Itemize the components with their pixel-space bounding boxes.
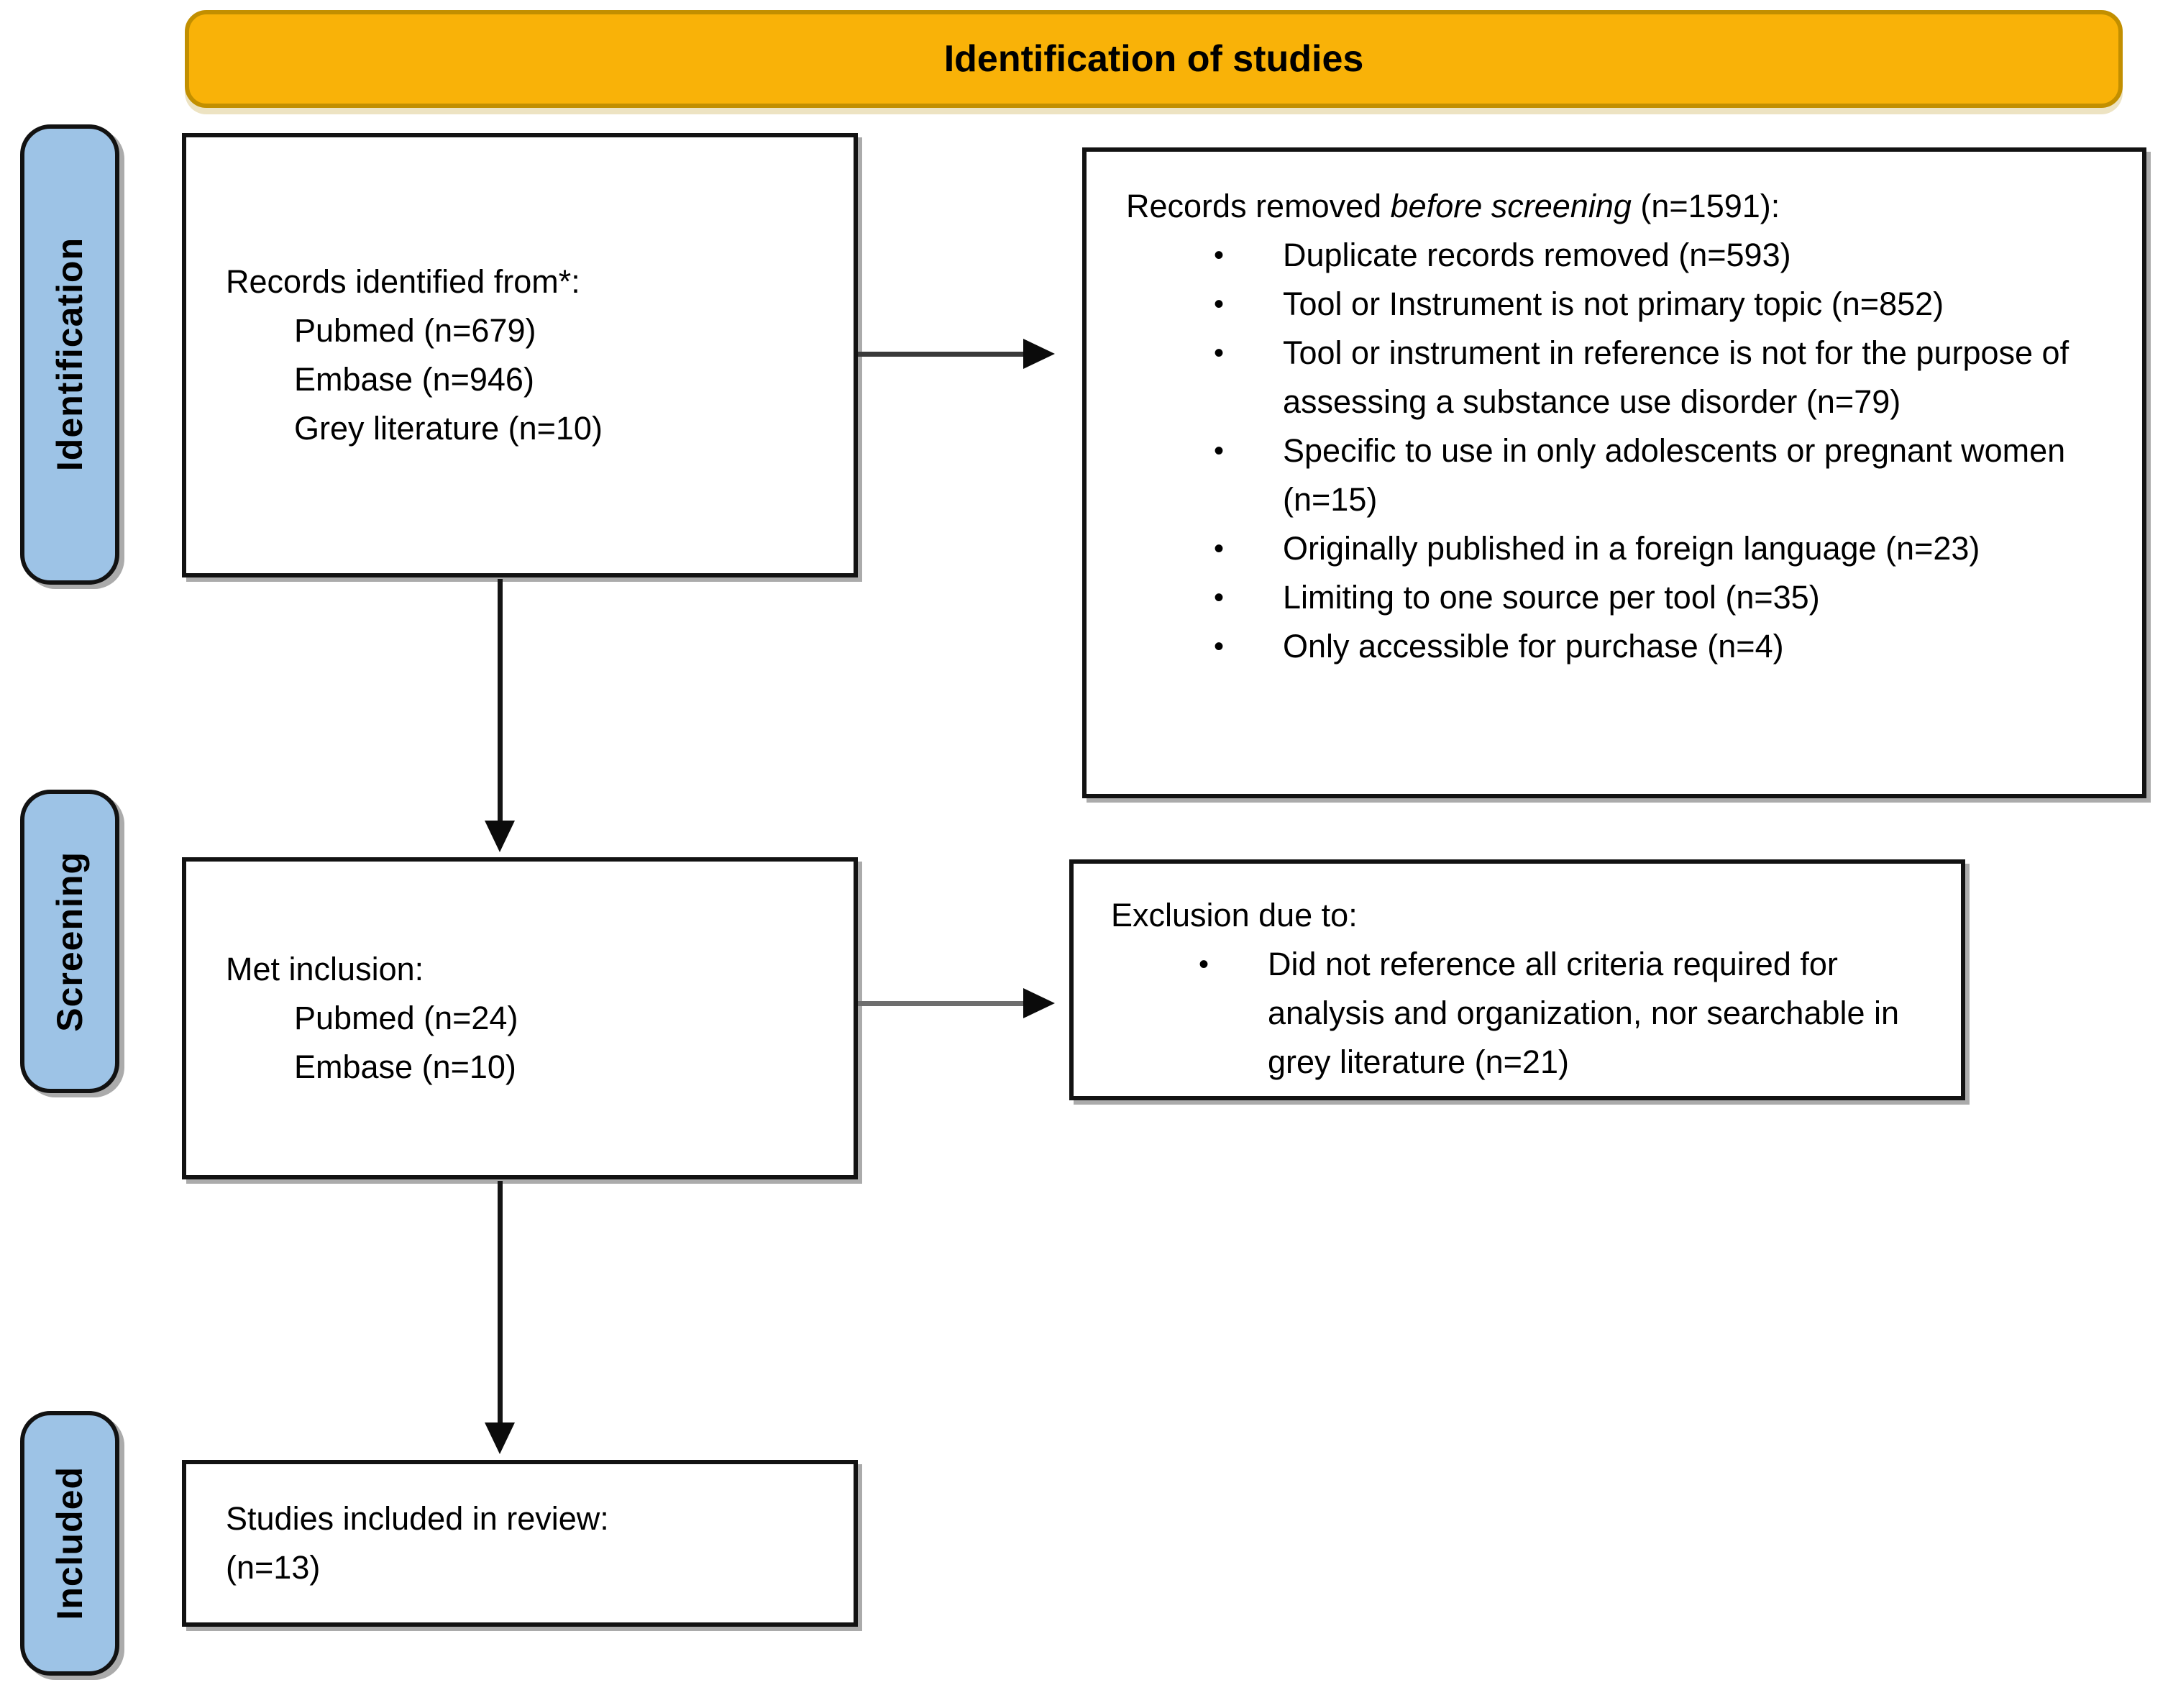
removal-reason-text: Tool or Instrument is not primary topic … xyxy=(1283,286,1944,322)
removal-reason-item: • Tool or Instrument is not primary topi… xyxy=(1205,280,2115,329)
removal-reason-item: • Originally published in a foreign lang… xyxy=(1205,524,2115,573)
stage-label-screening-text: Screening xyxy=(50,851,90,1032)
records-identified-source: Embase (n=946) xyxy=(294,361,534,398)
bullet-icon: • xyxy=(1214,582,1225,613)
arrow-identified-to-met-inclusion-shaft xyxy=(498,579,503,823)
banner-identification-of-studies: Identification of studies xyxy=(185,10,2123,108)
studies-included-line2: (n=13) xyxy=(226,1549,321,1586)
bullet-icon: • xyxy=(1214,631,1225,662)
removal-reason-text: Tool or instrument in reference is not f… xyxy=(1283,334,2069,420)
arrow-met-inclusion-to-included-shaft xyxy=(498,1181,503,1425)
records-removed-header-prefix: Records removed xyxy=(1126,188,1391,224)
met-inclusion-source: Embase (n=10) xyxy=(294,1049,516,1085)
records-removed-header: Records removed before screening (n=1591… xyxy=(1126,182,2115,231)
box-exclusion: Exclusion due to: • Did not reference al… xyxy=(1069,859,1965,1100)
bullet-icon: • xyxy=(1214,288,1225,320)
stage-label-included: Included xyxy=(20,1411,119,1676)
met-inclusion-source: Pubmed (n=24) xyxy=(294,1000,518,1036)
removal-reason-item: • Limiting to one source per tool (n=35) xyxy=(1205,573,2115,622)
arrow-identified-to-removed-shaft xyxy=(858,352,1025,357)
removal-reason-text: Duplicate records removed (n=593) xyxy=(1283,237,1791,273)
records-identified-header: Records identified from*: xyxy=(226,263,580,300)
box-records-identified: Records identified from*: Pubmed (n=679)… xyxy=(182,133,858,577)
stage-label-identification: Identification xyxy=(20,124,119,585)
banner-title: Identification of studies xyxy=(943,38,1364,80)
box-studies-included: Studies included in review: (n=13) xyxy=(182,1460,858,1627)
arrow-down-icon xyxy=(485,1422,515,1454)
removal-reason-item: • Duplicate records removed (n=593) xyxy=(1205,231,2115,280)
arrow-right-icon xyxy=(1023,339,1055,369)
exclusion-reason-list: • Did not reference all criteria require… xyxy=(1111,940,1939,1087)
studies-included-line1: Studies included in review: xyxy=(226,1500,609,1537)
removal-reason-text: Specific to use in only adolescents or p… xyxy=(1283,432,2066,518)
removal-reason-item: • Tool or instrument in reference is not… xyxy=(1205,329,2115,426)
records-identified-source: Pubmed (n=679) xyxy=(294,312,536,349)
bullet-icon: • xyxy=(1214,337,1225,369)
removal-reason-text: Limiting to one source per tool (n=35) xyxy=(1283,579,1820,616)
met-inclusion-header: Met inclusion: xyxy=(226,951,424,987)
stage-label-identification-text: Identification xyxy=(50,237,90,472)
exclusion-header: Exclusion due to: xyxy=(1111,897,1358,933)
box-records-removed: Records removed before screening (n=1591… xyxy=(1082,147,2146,798)
arrow-met-inclusion-to-exclusion-shaft xyxy=(858,1001,1025,1006)
records-identified-source: Grey literature (n=10) xyxy=(294,410,603,447)
records-removed-header-suffix: (n=1591): xyxy=(1631,188,1780,224)
removal-reason-item: • Specific to use in only adolescents or… xyxy=(1205,426,2115,524)
exclusion-reason-text: Did not reference all criteria required … xyxy=(1268,946,1900,1080)
removal-reason-item: • Only accessible for purchase (n=4) xyxy=(1205,622,2115,671)
bullet-icon: • xyxy=(1214,533,1225,565)
records-removed-reason-list: • Duplicate records removed (n=593) • To… xyxy=(1126,231,2115,671)
arrow-down-icon xyxy=(485,821,515,852)
bullet-icon: • xyxy=(1199,949,1209,980)
arrow-right-icon xyxy=(1023,988,1055,1018)
bullet-icon: • xyxy=(1214,239,1225,271)
removal-reason-text: Originally published in a foreign langua… xyxy=(1283,530,1980,567)
box-met-inclusion: Met inclusion: Pubmed (n=24) Embase (n=1… xyxy=(182,857,858,1179)
stage-label-screening: Screening xyxy=(20,790,119,1093)
exclusion-reason-item: • Did not reference all criteria require… xyxy=(1190,940,1939,1087)
removal-reason-text: Only accessible for purchase (n=4) xyxy=(1283,628,1784,665)
bullet-icon: • xyxy=(1214,435,1225,467)
stage-label-included-text: Included xyxy=(50,1466,90,1620)
records-removed-header-italic: before screening xyxy=(1390,188,1632,224)
